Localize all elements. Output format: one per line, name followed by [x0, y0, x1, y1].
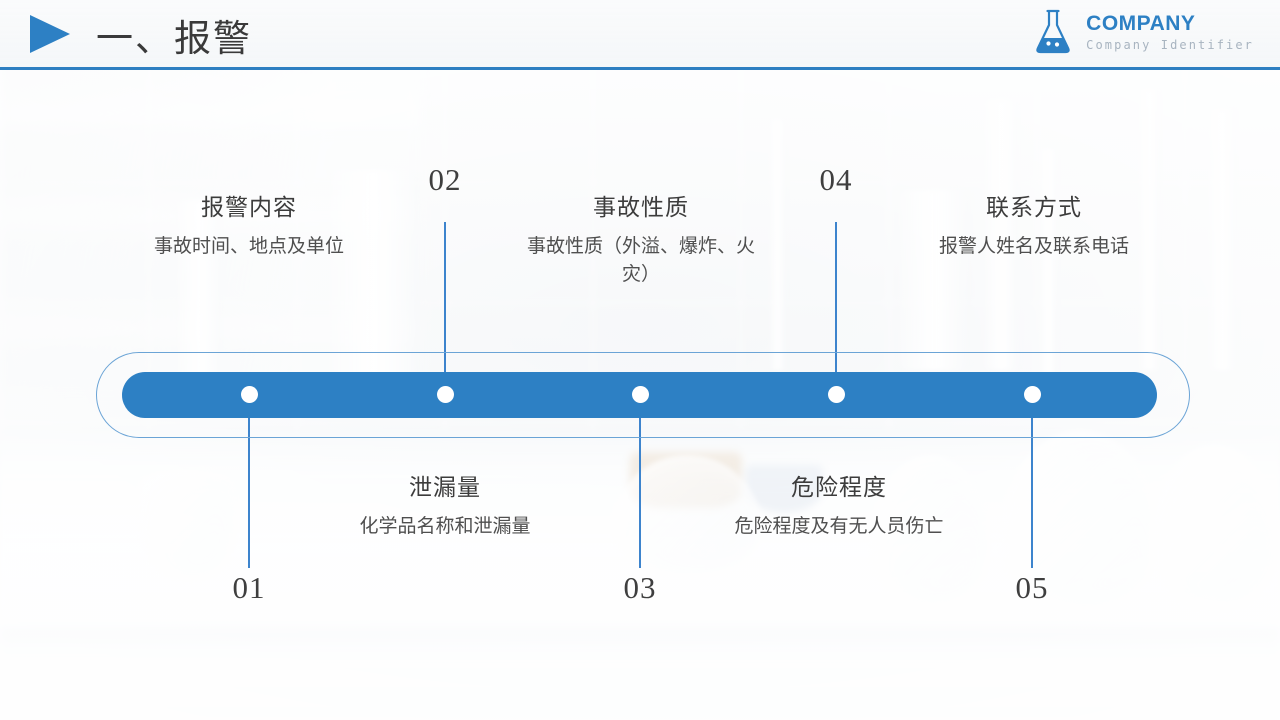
step-number-2: 02	[428, 162, 462, 197]
callout-desc-step-5: 报警人姓名及联系电话	[938, 236, 1129, 257]
callout-step-3: 事故性质 事故性质（外溢、爆炸、火灾）	[516, 188, 766, 288]
callout-title-step-4: 危险程度	[791, 475, 887, 500]
flask-icon	[1036, 9, 1070, 54]
timeline-node-5[interactable]	[1024, 386, 1041, 403]
timeline-track	[96, 352, 1190, 438]
step-number-4: 04	[819, 162, 853, 197]
page-title: 一、报警	[96, 19, 252, 60]
callout-step-4: 危险程度 危险程度及有无人员伤亡	[716, 468, 962, 541]
callout-step-1: 报警内容 事故时间、地点及单位	[129, 188, 369, 261]
connector-line-step-1	[248, 418, 250, 568]
company-name: COMPANY	[1086, 12, 1196, 35]
play-triangle-icon	[30, 15, 70, 53]
timeline-node-3[interactable]	[632, 386, 649, 403]
callout-step-5: 联系方式 报警人姓名及联系电话	[910, 188, 1158, 261]
callout-desc-step-1: 事故时间、地点及单位	[153, 236, 344, 257]
company-identifier: Company Identifier	[1086, 38, 1254, 52]
connector-line-step-4	[835, 222, 837, 392]
slide-header: 一、报警 COMPANY Company Identifier	[0, 0, 1280, 70]
step-number-3: 03	[623, 570, 657, 605]
callout-desc-step-4: 危险程度及有无人员伤亡	[734, 516, 944, 537]
callout-title-step-1: 报警内容	[201, 195, 297, 220]
callout-desc-step-2: 化学品名称和泄漏量	[359, 516, 531, 537]
step-number-5: 05	[1015, 570, 1049, 605]
company-logo: COMPANY Company Identifier	[1030, 8, 1254, 56]
callout-title-step-5: 联系方式	[986, 195, 1082, 220]
connector-line-step-5	[1031, 418, 1033, 568]
timeline-node-1[interactable]	[241, 386, 258, 403]
timeline-outer-outline	[96, 352, 1190, 438]
step-number-1: 01	[232, 570, 266, 605]
connector-line-step-2	[444, 222, 446, 392]
logo-text-block: COMPANY Company Identifier	[1086, 13, 1254, 51]
timeline-node-2[interactable]	[437, 386, 454, 403]
connector-line-step-3	[639, 418, 641, 568]
timeline-node-4[interactable]	[828, 386, 845, 403]
callout-step-2: 泄漏量 化学品名称和泄漏量	[325, 468, 565, 541]
callout-desc-step-3: 事故性质（外溢、爆炸、火灾）	[526, 236, 755, 285]
callout-title-step-2: 泄漏量	[409, 475, 481, 500]
callout-title-step-3: 事故性质	[593, 195, 689, 220]
